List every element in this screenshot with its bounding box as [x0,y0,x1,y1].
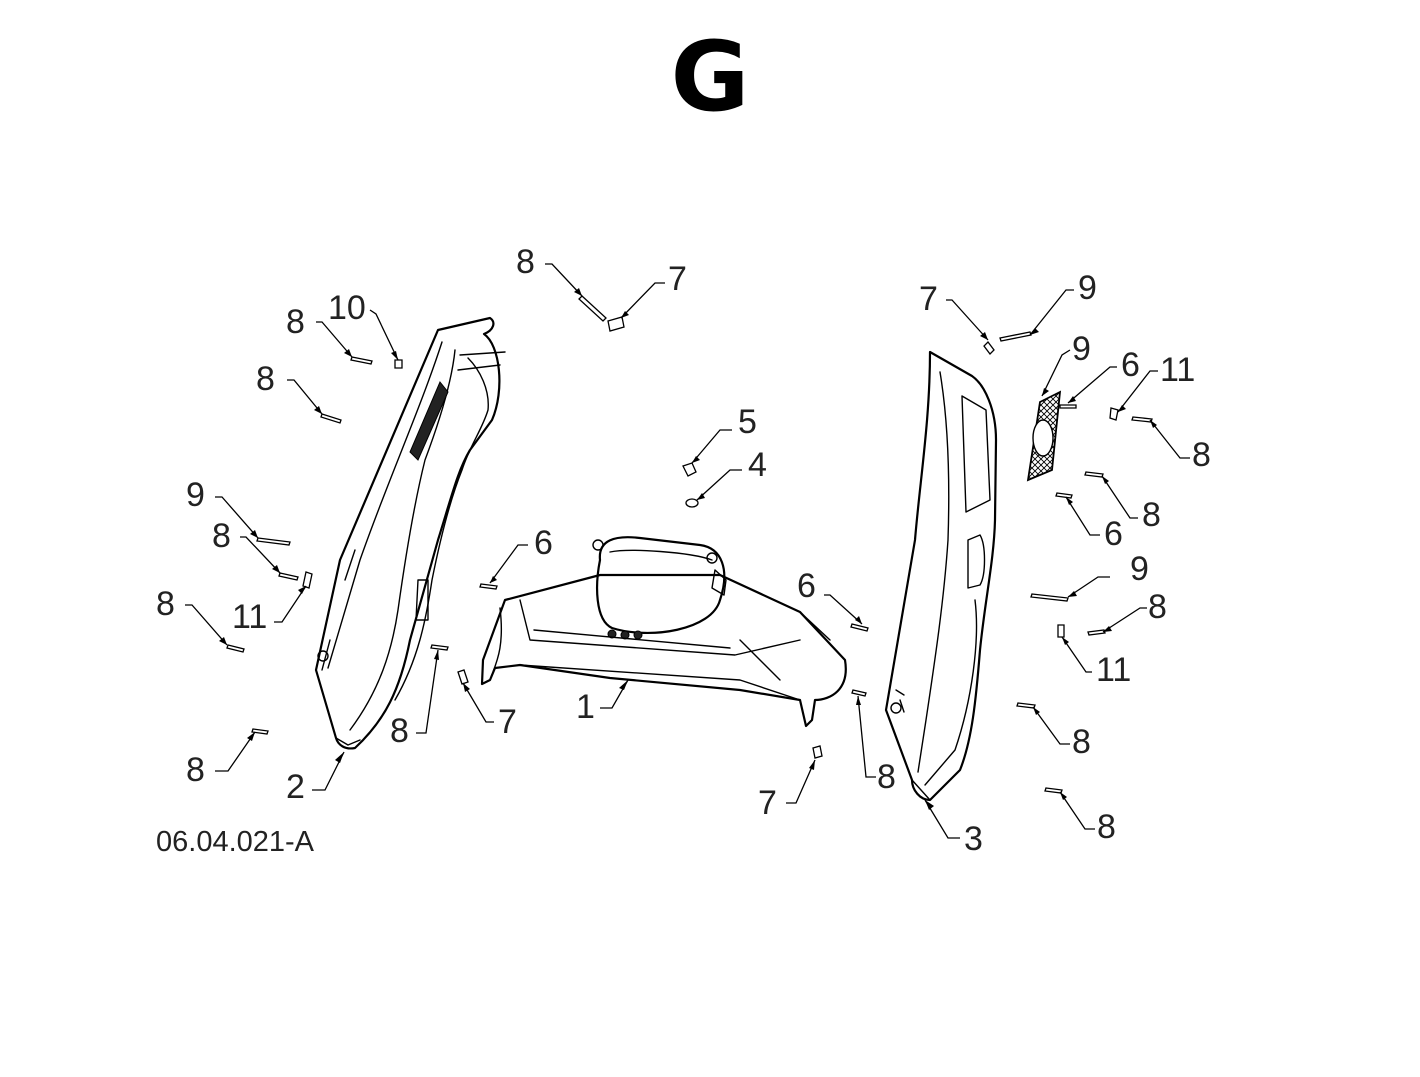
callout-11: 11 [1160,351,1195,389]
callout-7: 7 [498,703,517,741]
callout-6: 6 [797,567,816,605]
right-side-panel-part [884,350,998,802]
callout-3: 3 [964,820,983,858]
callout-1: 1 [576,688,595,726]
callout-6: 6 [1104,515,1123,553]
callout-9: 8 [516,243,535,281]
callout-8: 8 [1148,588,1167,626]
callout-2: 2 [286,768,305,806]
callout-8: 8 [390,712,409,750]
callout-7: 7 [668,260,687,298]
callout-8: 8 [156,585,175,623]
callout-8: 8 [212,517,231,555]
callout-8: 8 [877,758,896,796]
callout-4: 4 [748,446,767,484]
left-side-panel-part [314,316,506,750]
callout-9: 9 [186,476,205,514]
callout-6: 6 [534,524,553,562]
callout-10: 9 [1072,330,1091,368]
callout-9: 9 [1078,269,1097,307]
callout-7: 7 [758,784,777,822]
callout-9: 9 [1130,550,1149,588]
grille-part [1026,390,1062,482]
callout-11: 11 [1096,651,1131,689]
callout-11: 11 [232,598,267,636]
callout-8: 8 [1142,496,1161,534]
callout-7: 7 [919,280,938,318]
center-console-part [480,536,847,728]
drawing-code: 06.04.021-A [156,826,315,858]
callout-labels: 1 2 3 4 5 6 6 6 6 7 7 7 7 8 8 8 8 8 8 8 … [156,243,1211,858]
fasteners [226,295,1153,794]
callout-5: 5 [738,403,757,441]
leader-lines [185,263,1190,839]
callout-8: 8 [286,303,305,341]
callout-11: 10 [328,289,366,327]
callout-8: 8 [256,360,275,398]
callout-8: 8 [186,751,205,789]
callout-8: 8 [1192,436,1211,474]
callout-8: 8 [1072,723,1091,761]
section-heading: G [671,21,750,133]
callout-6: 6 [1121,346,1140,384]
callout-8: 8 [1097,808,1116,846]
